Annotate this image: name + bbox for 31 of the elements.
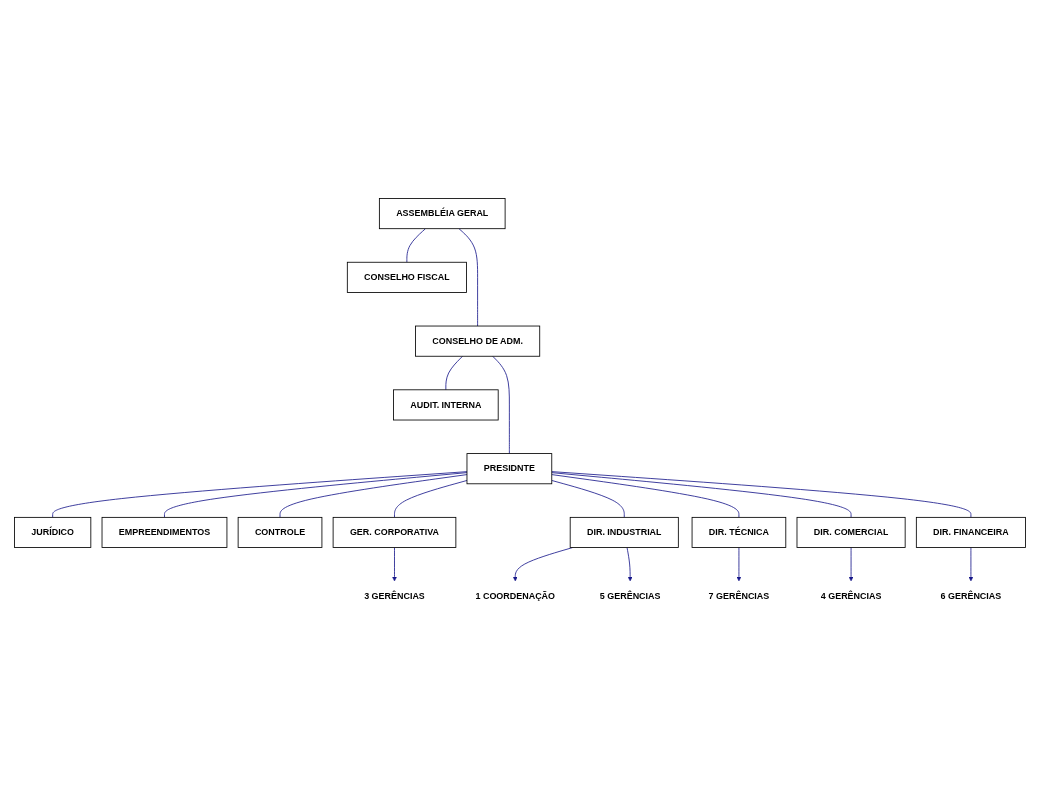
node-text: 5 GERÊNCIAS — [599, 590, 660, 601]
node-text: 7 GERÊNCIAS — [708, 590, 769, 601]
connector — [458, 227, 478, 327]
node-box: JURÍDICO — [13, 516, 91, 548]
node-box: AUDIT. INTERNA — [392, 388, 499, 421]
connector — [51, 470, 467, 518]
connector — [550, 479, 625, 518]
connector — [550, 470, 971, 518]
node-text: 1 COORDENAÇÃO — [474, 590, 555, 601]
connector — [405, 227, 426, 263]
node-box: DIR. TÉCNICA — [691, 516, 786, 548]
connector — [550, 473, 739, 518]
node-box: EMPREENDIMENTOS — [101, 516, 227, 548]
connector — [163, 471, 467, 518]
node-text: 6 GERÊNCIAS — [940, 590, 1001, 601]
node-box: DIR. COMERCIAL — [796, 516, 906, 548]
connector — [279, 473, 467, 518]
connector — [550, 471, 851, 518]
connector — [491, 355, 510, 454]
node-box: CONTROLE — [237, 516, 322, 548]
connector — [444, 355, 463, 390]
node-box: PRESIDNTE — [466, 452, 552, 484]
node-text: 3 GERÊNCIAS — [363, 590, 425, 601]
node-box: CONSELHO FISCAL — [346, 261, 467, 293]
connector — [393, 479, 467, 518]
node-box: CONSELHO DE ADM. — [414, 325, 540, 357]
node-text: 4 GERÊNCIAS — [820, 590, 881, 601]
node-box: DIR. INDUSTRIAL — [569, 516, 679, 548]
node-box: GER. CORPORATIVA — [332, 516, 456, 548]
node-box: ASSEMBLÉIA GERAL — [378, 197, 506, 229]
node-box: DIR. FINANCEIRA — [915, 516, 1026, 548]
